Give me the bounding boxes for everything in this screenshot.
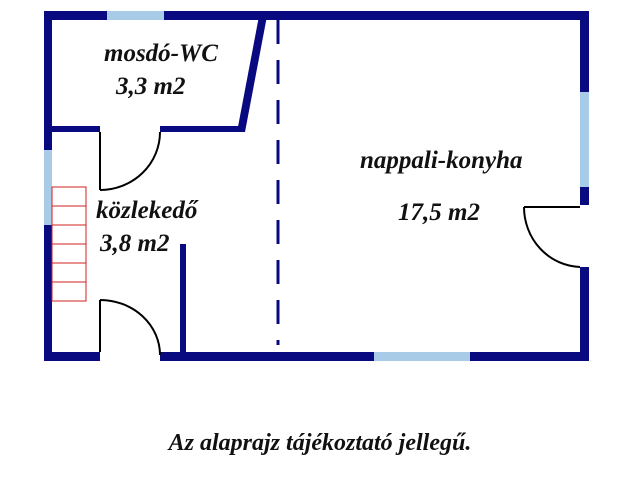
wc-door: [99, 131, 161, 191]
room-area-wc: 3,3 m2: [116, 73, 186, 100]
windows: [44, 11, 589, 361]
stairs: [51, 186, 87, 302]
top-wall: [44, 11, 589, 20]
room-name-wc: mosdó-WC: [104, 40, 218, 67]
window-top-wc: [107, 11, 164, 20]
room-area-living-kitchen: 17,5 m2: [398, 199, 480, 226]
wc-walls: [44, 16, 267, 132]
room-area-corridor: 3,8 m2: [100, 230, 170, 257]
disclaimer-caption: Az alaprajz tájékoztató jellegű.: [168, 430, 472, 456]
wc-bottom-wall-left: [44, 126, 100, 132]
room-name-living-kitchen: nappali-konyha: [360, 147, 523, 174]
window-right-living: [580, 92, 589, 187]
doors: [99, 131, 581, 356]
right-door: [523, 206, 581, 268]
bottom-wall-left: [44, 352, 100, 361]
window-left-corridor: [44, 150, 52, 225]
right-door-gap: [579, 205, 590, 267]
wc-slanted-wall: [237, 16, 267, 132]
room-name-corridor: közlekedő: [96, 197, 198, 224]
floor-plan: [44, 11, 590, 361]
corridor-partition-wall: [180, 244, 186, 361]
wc-bottom-wall-right: [160, 126, 242, 132]
entrance-door: [99, 299, 161, 356]
window-bottom-living: [374, 352, 470, 361]
